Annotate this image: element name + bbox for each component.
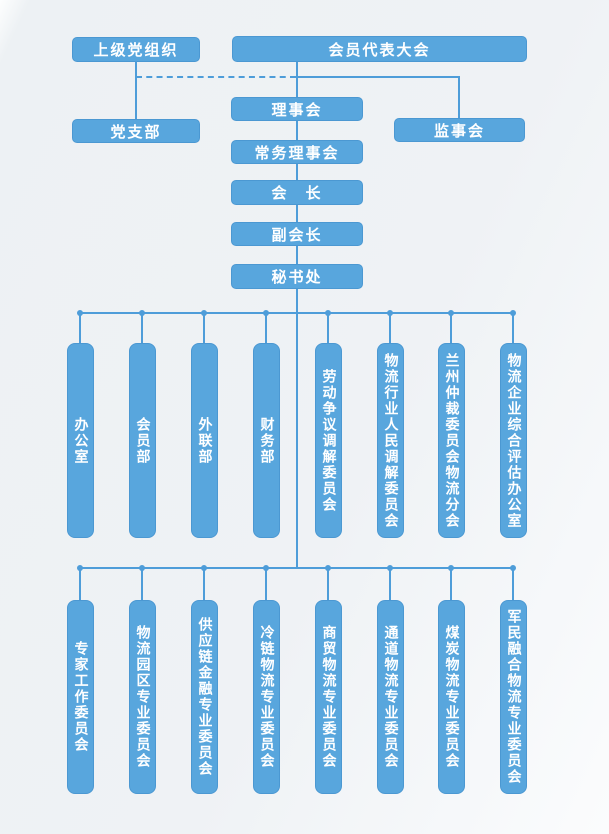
connector-drop-committee bbox=[450, 569, 452, 600]
dept-box-enterprise-evaluation: 物流企业综合评估办公室 bbox=[500, 343, 527, 538]
junction-dot bbox=[510, 310, 516, 316]
connector-drop-department bbox=[512, 314, 514, 343]
connector-drop-department bbox=[327, 314, 329, 343]
committee-box-logistics-park: 物流园区专业委员会 bbox=[129, 600, 156, 794]
connector-standing-to-president bbox=[296, 164, 298, 180]
connector-drop-department bbox=[203, 314, 205, 343]
committee-box-coal-logistics: 煤炭物流专业委员会 bbox=[438, 600, 465, 794]
node-superior-party-org: 上级党组织 bbox=[72, 37, 200, 62]
committee-label: 军民融合物流专业委员会 bbox=[505, 609, 522, 785]
dept-box-labor-dispute-mediation: 劳动争议调解委员会 bbox=[315, 343, 342, 538]
dept-box-external-liaison: 外联部 bbox=[191, 343, 218, 538]
connector-drop-committee bbox=[265, 569, 267, 600]
committee-label: 专家工作委员会 bbox=[72, 641, 89, 753]
committee-box-military-civilian: 军民融合物流专业委员会 bbox=[500, 600, 527, 794]
dept-box-arbitration-logistics-branch: 兰州仲裁委员会物流分会 bbox=[438, 343, 465, 538]
committee-label: 供应链金融专业委员会 bbox=[196, 617, 213, 777]
dept-label: 物流企业综合评估办公室 bbox=[505, 352, 522, 529]
committee-label: 商贸物流专业委员会 bbox=[320, 625, 337, 769]
dept-label: 外联部 bbox=[196, 416, 213, 465]
connector-council-to-standing bbox=[296, 121, 298, 140]
connector-rail-committees bbox=[79, 567, 514, 569]
junction-dot bbox=[201, 310, 207, 316]
node-council: 理事会 bbox=[231, 97, 363, 121]
committee-box-supply-chain-finance: 供应链金融专业委员会 bbox=[191, 600, 218, 794]
junction-dot bbox=[325, 565, 331, 571]
connector-drop-department bbox=[141, 314, 143, 343]
dept-box-industry-mediation: 物流行业人民调解委员会 bbox=[377, 343, 404, 538]
connector-drop-committee bbox=[141, 569, 143, 600]
committee-label: 冷链物流专业委员会 bbox=[258, 625, 275, 769]
connector-drop-committee bbox=[327, 569, 329, 600]
junction-dot bbox=[77, 310, 83, 316]
committee-box-trade-logistics: 商贸物流专业委员会 bbox=[315, 600, 342, 794]
connector-party-org-to-branch bbox=[135, 61, 137, 119]
dept-box-office: 办公室 bbox=[67, 343, 94, 538]
node-standing-council: 常务理事会 bbox=[231, 140, 363, 164]
dept-label: 会员部 bbox=[134, 416, 151, 465]
dept-box-membership: 会员部 bbox=[129, 343, 156, 538]
node-supervisory-board: 监事会 bbox=[394, 118, 525, 142]
node-member-congress: 会员代表大会 bbox=[232, 36, 527, 62]
connector-drop-committee bbox=[203, 569, 205, 600]
junction-dot bbox=[387, 565, 393, 571]
connector-drop-department bbox=[79, 314, 81, 343]
junction-dot bbox=[139, 565, 145, 571]
connector-drop-department bbox=[265, 314, 267, 343]
dept-box-finance: 财务部 bbox=[253, 343, 280, 538]
junction-dot bbox=[263, 565, 269, 571]
connector-drop-committee bbox=[79, 569, 81, 600]
junction-dot bbox=[448, 310, 454, 316]
committee-box-expert-work: 专家工作委员会 bbox=[67, 600, 94, 794]
connector-drop-supervisory bbox=[458, 76, 460, 118]
committee-label: 煤炭物流专业委员会 bbox=[443, 625, 460, 769]
junction-dot bbox=[325, 310, 331, 316]
connector-drop-committee bbox=[512, 569, 514, 600]
connector-trunk bbox=[296, 312, 298, 567]
junction-dot bbox=[139, 310, 145, 316]
junction-dot bbox=[77, 565, 83, 571]
node-party-branch: 党支部 bbox=[72, 119, 200, 143]
committee-box-channel-logistics: 通道物流专业委员会 bbox=[377, 600, 404, 794]
committee-label: 物流园区专业委员会 bbox=[134, 625, 151, 769]
junction-dot bbox=[263, 310, 269, 316]
node-vice-president: 副会长 bbox=[231, 222, 363, 246]
connector-vice-to-secretariat bbox=[296, 246, 298, 264]
junction-dot bbox=[387, 310, 393, 316]
dept-label: 兰州仲裁委员会物流分会 bbox=[443, 352, 460, 529]
dept-label: 物流行业人民调解委员会 bbox=[382, 352, 399, 529]
junction-dot bbox=[448, 565, 454, 571]
junction-dot bbox=[201, 565, 207, 571]
connector-congress-to-council bbox=[296, 62, 298, 97]
connector-drop-department bbox=[389, 314, 391, 343]
dept-label: 财务部 bbox=[258, 416, 275, 465]
dept-label: 办公室 bbox=[72, 416, 89, 465]
connector-drop-department bbox=[450, 314, 452, 343]
junction-dot bbox=[510, 565, 516, 571]
committee-label: 通道物流专业委员会 bbox=[382, 625, 399, 769]
connector-branch-to-supervisory bbox=[297, 76, 459, 78]
committee-box-cold-chain: 冷链物流专业委员会 bbox=[253, 600, 280, 794]
connector-drop-committee bbox=[389, 569, 391, 600]
connector-president-to-vice bbox=[296, 205, 298, 222]
connector-secretariat-to-rail1 bbox=[296, 289, 298, 312]
node-secretariat: 秘书处 bbox=[231, 264, 363, 289]
connector-dashed-party-link bbox=[136, 76, 296, 78]
node-president: 会 长 bbox=[231, 180, 363, 205]
dept-label: 劳动争议调解委员会 bbox=[320, 368, 337, 513]
